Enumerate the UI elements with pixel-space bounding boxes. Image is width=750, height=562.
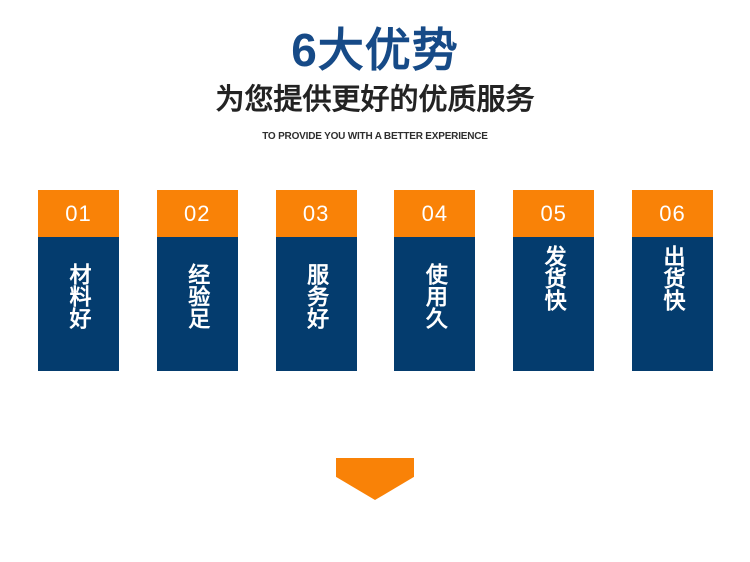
advantage-card-01[interactable]: 01 材料好 (38, 190, 119, 371)
card-number-header: 04 (394, 190, 476, 237)
card-body: 使用久 (394, 237, 476, 371)
card-number-header: 06 (631, 190, 713, 237)
card-number-header: 02 (156, 190, 238, 237)
card-number-header: 03 (275, 190, 357, 237)
advantage-card-02[interactable]: 02 经验足 (156, 190, 238, 371)
advantage-card-05[interactable]: 05 发货快 (513, 190, 595, 371)
page-title: 6大优势 (291, 24, 459, 76)
card-number-header: 05 (513, 190, 595, 237)
arrow-down-icon (336, 458, 414, 500)
card-body: 经验足 (156, 237, 238, 371)
card-label: 出货快 (660, 245, 686, 311)
page-subtitle: 为您提供更好的优质服务 (215, 84, 535, 117)
card-label: 材料好 (66, 263, 92, 329)
advantage-card-list: 01 材料好 02 经验足 03 服务好 04 (38, 190, 713, 371)
card-number-header: 01 (38, 190, 119, 237)
card-body: 服务好 (275, 237, 357, 371)
card-number: 06 (659, 200, 686, 226)
card-label: 发货快 (541, 245, 567, 311)
card-label: 使用久 (422, 263, 448, 329)
card-body: 出货快 (631, 237, 713, 371)
card-body: 材料好 (38, 237, 119, 371)
card-number: 02 (184, 200, 211, 226)
page-english-caption: TO PROVIDE YOU WITH A BETTER EXPERIENCE (262, 131, 488, 143)
card-label: 服务好 (304, 263, 330, 329)
card-number: 05 (540, 200, 567, 226)
card-label: 经验足 (185, 263, 211, 329)
page-header: 6大优势 为您提供更好的优质服务 TO PROVIDE YOU WITH A B… (0, 0, 750, 142)
card-number: 03 (302, 200, 330, 226)
advantage-card-06[interactable]: 06 出货快 (631, 190, 713, 371)
card-number: 04 (421, 200, 449, 226)
card-number: 01 (65, 200, 92, 226)
advantage-card-03[interactable]: 03 服务好 (275, 190, 357, 371)
advantage-card-04[interactable]: 04 使用久 (394, 190, 476, 371)
scroll-hint (0, 458, 750, 500)
card-body: 发货快 (513, 237, 595, 371)
